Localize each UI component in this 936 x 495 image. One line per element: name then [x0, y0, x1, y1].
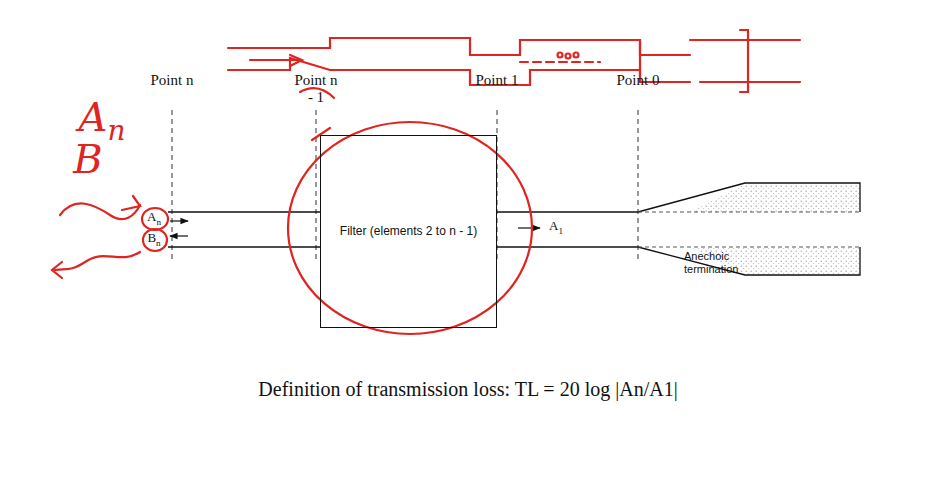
filter-label: Filter (elements 2 to n - 1)	[340, 224, 477, 239]
point-label: Point 0	[615, 72, 661, 89]
anechoic-wedge	[638, 183, 860, 275]
wave-label: An	[142, 210, 166, 227]
handwritten-note: B	[68, 136, 108, 182]
annotations	[52, 30, 800, 334]
point-label: Point 1	[474, 72, 520, 89]
duct	[168, 212, 638, 247]
point-label: Point n	[149, 72, 195, 89]
wave-label: Bn	[142, 231, 166, 248]
filter-box: Filter (elements 2 to n - 1)	[320, 135, 497, 328]
wave-label: A1	[543, 219, 569, 236]
termination-label: Anechoic termination	[684, 250, 780, 275]
point-label: Point n - 1	[293, 72, 339, 107]
caption: Definition of transmission loss: TL = 20…	[258, 378, 677, 401]
point-lines	[172, 110, 638, 262]
